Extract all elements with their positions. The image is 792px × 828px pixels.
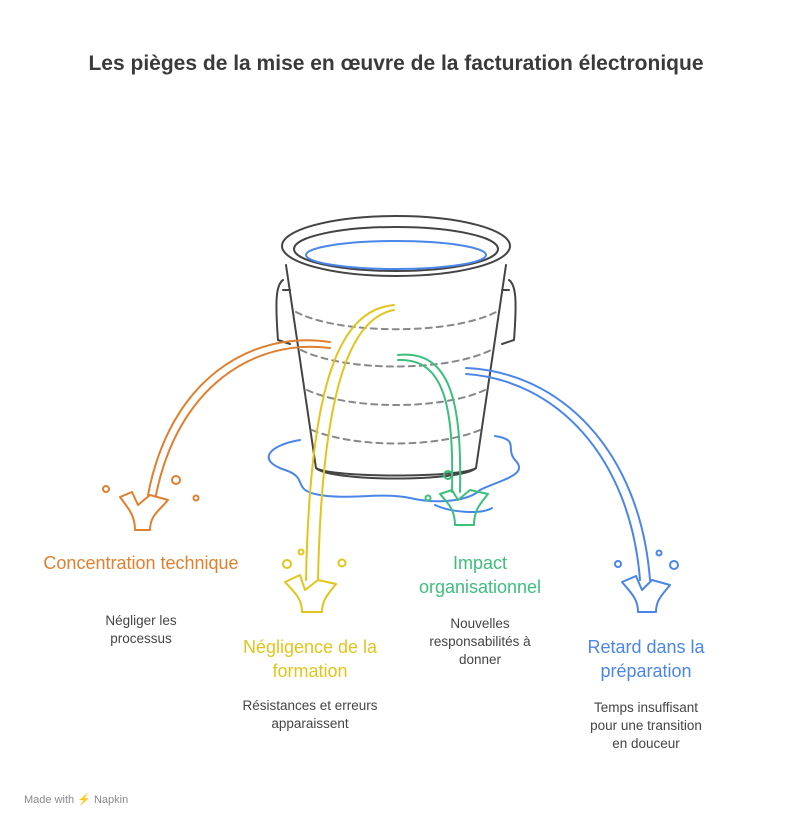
- orange-stream: [102, 339, 331, 531]
- item-desc-retard: Temps insuffisant pour une transition en…: [590, 700, 702, 751]
- page-title: Les pièges de la mise en œuvre de la fac…: [88, 52, 704, 75]
- bucket: [275, 215, 517, 480]
- green-stream: [397, 353, 489, 526]
- item-title-concentration: Concentration technique: [43, 553, 239, 573]
- item-title-impact: Impact organisationnel: [418, 553, 542, 597]
- item-desc-formation: Résistances et erreurs apparaissent: [242, 698, 378, 731]
- blue-stream: [465, 367, 679, 613]
- item-desc-impact: Nouvelles responsabilités à donner: [429, 616, 531, 667]
- item-desc-concentration: Négliger les processus: [105, 613, 177, 646]
- puddle: [267, 435, 520, 513]
- item-title-formation: Négligence de la formation: [242, 637, 378, 681]
- napkin-footer[interactable]: Made with ⚡ Napkin: [24, 794, 129, 806]
- yellow-stream: [282, 304, 395, 613]
- item-title-retard: Retard dans la préparation: [587, 637, 705, 681]
